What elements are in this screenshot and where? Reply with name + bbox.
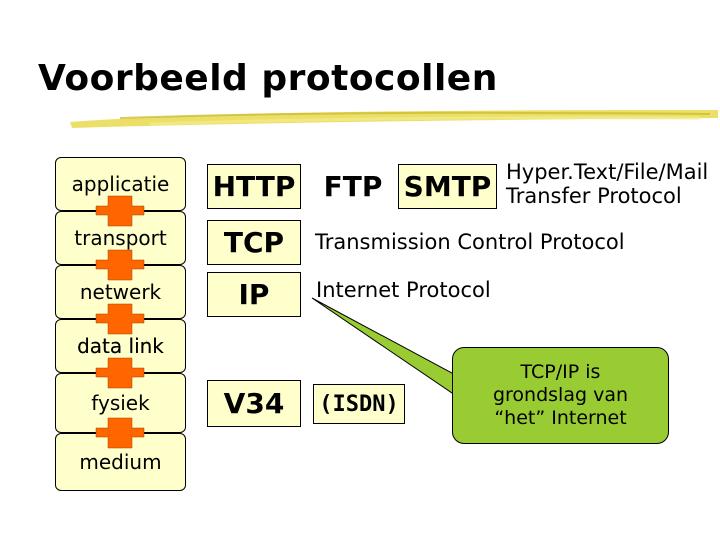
layer-label: data link — [77, 334, 164, 358]
connector-arrow — [95, 195, 145, 227]
description-tcp: Transmission Control Protocol — [315, 230, 625, 254]
layer-label: medium — [79, 450, 162, 474]
layer-data-link-label-overlay: data link — [55, 319, 186, 373]
description-line: Hyper.Text/File/Mail — [506, 160, 709, 184]
layer-medium: medium — [55, 433, 186, 491]
protocol-ftp: FTP — [323, 170, 383, 203]
callout-note: TCP/IP is grondslag van “het” Internet — [452, 347, 669, 444]
layer-label: netwerk — [79, 280, 162, 304]
connector-arrow — [95, 303, 145, 335]
layer-label: transport — [74, 226, 167, 250]
protocol-ip: IP — [207, 272, 301, 317]
callout-line: “het” Internet — [494, 407, 627, 429]
layer-label: applicatie — [71, 172, 170, 196]
description-ip: Internet Protocol — [316, 278, 491, 302]
connector-arrow — [95, 357, 145, 389]
protocol-smtp: SMTP — [398, 164, 497, 209]
layer-label: data link — [77, 334, 164, 358]
page-title: Voorbeeld protocollen — [38, 58, 498, 99]
connector-arrow — [95, 417, 145, 449]
protocol-http: HTTP — [207, 164, 301, 209]
description-application-protocols: Hyper.Text/File/Mail Transfer Protocol — [506, 160, 708, 208]
protocol-isdn: (ISDN) — [313, 384, 405, 424]
callout-line: grondslag van — [492, 384, 629, 406]
protocol-v34: V34 — [207, 380, 301, 427]
description-line: Transfer Protocol — [506, 184, 682, 208]
layer-label: fysiek — [91, 391, 150, 415]
protocol-tcp: TCP — [207, 220, 301, 265]
callout-line: TCP/IP is — [520, 361, 601, 383]
connector-arrow — [95, 249, 145, 281]
